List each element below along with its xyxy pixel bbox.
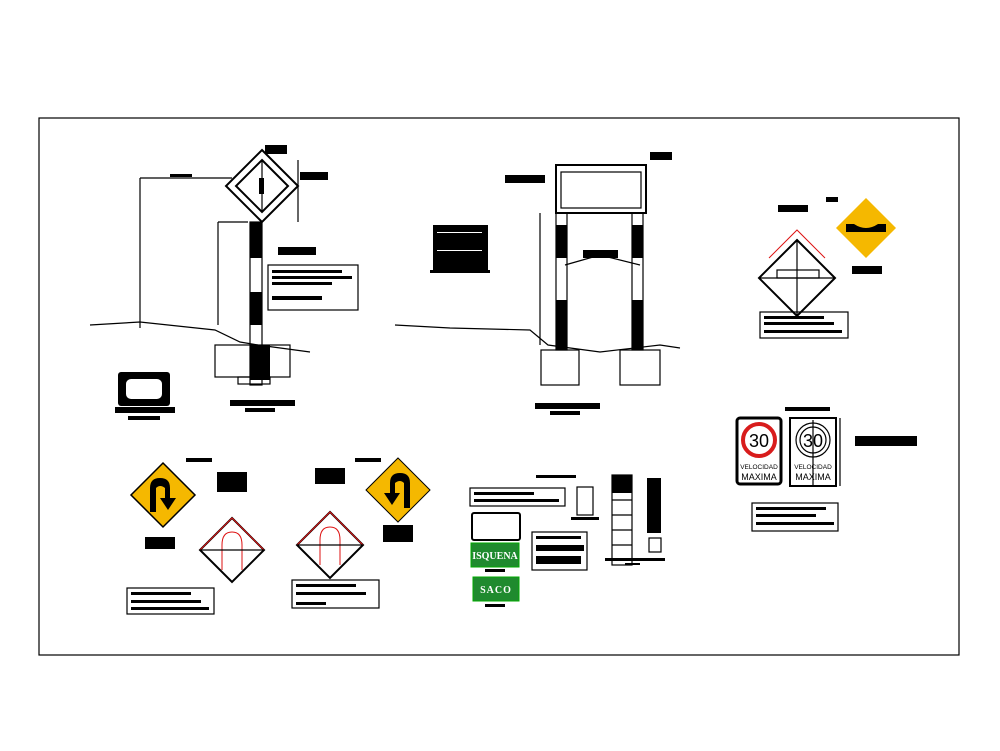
svg-text:MAXIMA: MAXIMA <box>795 472 831 482</box>
u-turn-arrow-icon <box>150 478 176 512</box>
note-box <box>759 311 849 339</box>
plate-section-detail <box>115 372 175 420</box>
speed-limit-sign-detail: 30 VELOCIDAD MAXIMA <box>751 417 917 532</box>
svg-text:30: 30 <box>803 431 823 451</box>
note-box <box>751 502 839 532</box>
title-bar <box>230 400 295 406</box>
place-name-signs: ISQUENA SACO <box>469 474 665 607</box>
svg-text:VELOCIDAD: VELOCIDAD <box>794 464 832 471</box>
rectangular-sign-elevation <box>394 152 681 415</box>
bump-warning-sign <box>757 197 896 339</box>
drawing-frame <box>38 117 960 656</box>
section-block <box>433 225 488 270</box>
u-turn-sign-left <box>291 457 431 609</box>
svg-text:VELOCIDAD: VELOCIDAD <box>740 464 778 471</box>
svg-text:ISQUENA: ISQUENA <box>472 551 518 562</box>
u-turn-arrow-icon <box>384 473 410 508</box>
sign-panel <box>555 164 647 214</box>
speed-value: 30 <box>749 431 769 451</box>
ground-line <box>89 321 311 353</box>
svg-text:SACO: SACO <box>480 585 512 596</box>
note-box <box>267 264 359 311</box>
bump-icon <box>846 224 886 232</box>
saco-sign <box>472 576 520 602</box>
ground-line <box>394 324 681 353</box>
speed-limit-sign: 30 VELOCIDAD MAXIMA <box>735 407 830 486</box>
isquena-sign <box>470 542 520 568</box>
u-turn-sign-right <box>126 458 266 615</box>
diamond-sign-post-elevation <box>89 145 359 412</box>
svg-text:MAXIMA: MAXIMA <box>741 472 777 482</box>
